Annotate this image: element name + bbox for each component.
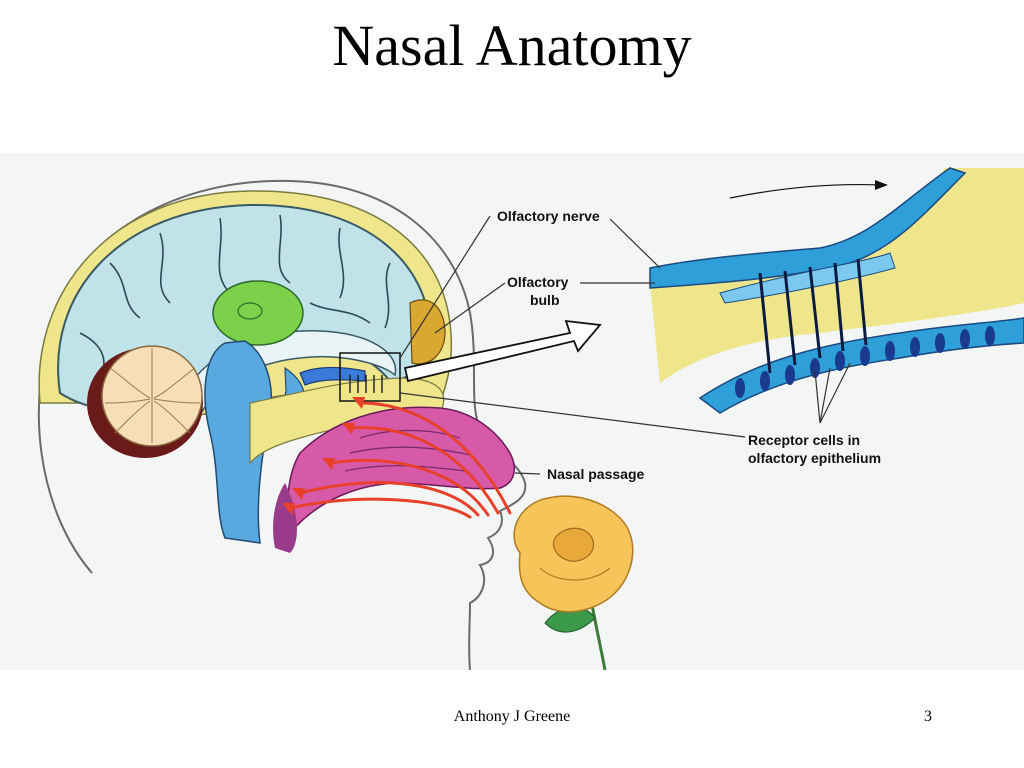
diagram-illustration — [0, 153, 1024, 670]
magnified-signal-arrowhead — [875, 180, 888, 190]
thalamus-detail — [237, 302, 263, 320]
magnified-receptor-axons — [758, 258, 868, 374]
magnify-arrow — [403, 319, 602, 383]
thalamus — [212, 280, 304, 346]
olfactory-bulb-label: Olfactory bulb — [507, 273, 568, 309]
pharynx — [273, 483, 297, 553]
olfactory-bulb-shape — [299, 366, 366, 386]
cerebellum-folia — [104, 348, 201, 443]
magnification-box — [339, 352, 401, 402]
magnified-receptor-cells — [735, 326, 995, 398]
slide-title: Nasal Anatomy — [332, 13, 692, 78]
receptor-cells-label: Receptor cells in olfactory epithelium — [748, 431, 881, 467]
leader-lines — [399, 215, 851, 475]
nasal-passage-text: Nasal passage — [547, 466, 645, 482]
rose-petal-line — [539, 567, 611, 581]
nasal-anatomy-diagram: Olfactory nerve Olfactory bulb Receptor … — [0, 153, 1024, 670]
rose-illustration — [513, 495, 634, 670]
airflow-arrows — [288, 401, 512, 519]
olfactory-nerve-text: Olfactory nerve — [497, 208, 600, 224]
airflow-arrowheads — [282, 397, 365, 515]
cribriform-nerves — [349, 375, 383, 393]
olfactory-nerve-label: Olfactory nerve — [497, 207, 600, 225]
receptor-cells-text-line2: olfactory epithelium — [748, 450, 882, 466]
magnified-view — [649, 167, 1024, 414]
olfactory-bulb-text-line2: bulb — [529, 292, 560, 308]
olfactory-bulb-text-line1: Olfactory — [507, 274, 569, 290]
receptor-cells-text-line1: Receptor cells in — [748, 432, 861, 448]
magnified-bulb-layer — [719, 252, 896, 304]
magnified-nerve-bundle — [649, 167, 967, 289]
slide-author: Anthony J Greene — [453, 708, 571, 725]
brainstem — [204, 340, 272, 544]
rose-center — [552, 527, 594, 562]
nasal-passage-label: Nasal passage — [547, 465, 644, 483]
magnified-signal-arrow — [729, 183, 881, 199]
slide-page-number: 3 — [924, 708, 932, 725]
